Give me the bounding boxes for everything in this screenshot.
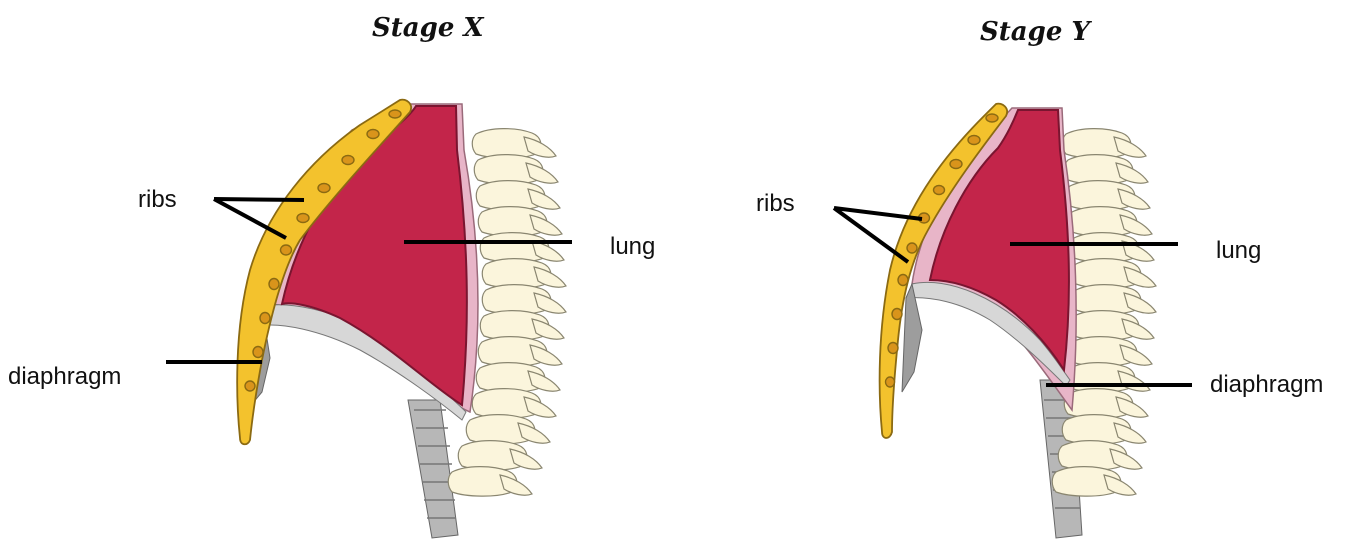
- stage-y-lung: [930, 110, 1069, 370]
- stage-x-ribs-pointer-upper: [214, 199, 304, 200]
- stage-x-diagram: Stage X: [8, 13, 655, 538]
- stage-y-diaphragm-label: diaphragm: [1210, 371, 1323, 398]
- stage-x-diaphragm-label: diaphragm: [8, 363, 121, 390]
- stage-y-title: Stage Y: [980, 17, 1092, 47]
- stage-y-diagram: Stage Y: [756, 17, 1323, 538]
- stage-x-ribs-label: ribs: [138, 186, 177, 213]
- stage-x-title: Stage X: [372, 13, 485, 43]
- stage-x-lung-label: lung: [610, 233, 655, 260]
- stage-y-lung-label: lung: [1216, 237, 1261, 264]
- stage-y-diaphragm-front: [902, 284, 922, 392]
- stage-y-ribs-label: ribs: [756, 190, 795, 217]
